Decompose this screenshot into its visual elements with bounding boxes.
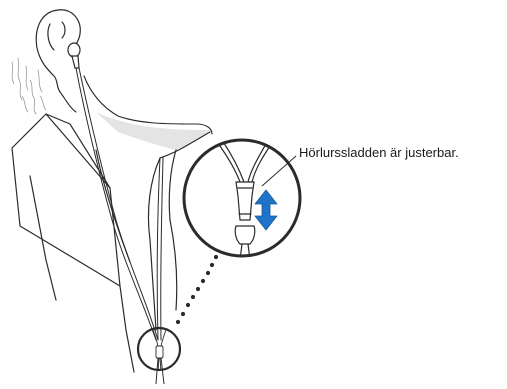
callout-leader-line [261,155,297,187]
earbud [67,42,81,69]
headphone-cable [75,67,165,385]
neck-outline [59,75,213,135]
shirt-collar-shade [96,112,210,150]
small-magnifier [136,326,182,372]
hair-strokes [11,57,47,115]
dotted-connector [175,254,219,325]
zoom-circle [182,138,302,258]
cable-slider [235,181,255,221]
callout-label: Hörlurssladden är justerbar. [299,145,459,160]
jacket-outline [11,113,211,373]
double-arrow-icon [254,189,278,231]
